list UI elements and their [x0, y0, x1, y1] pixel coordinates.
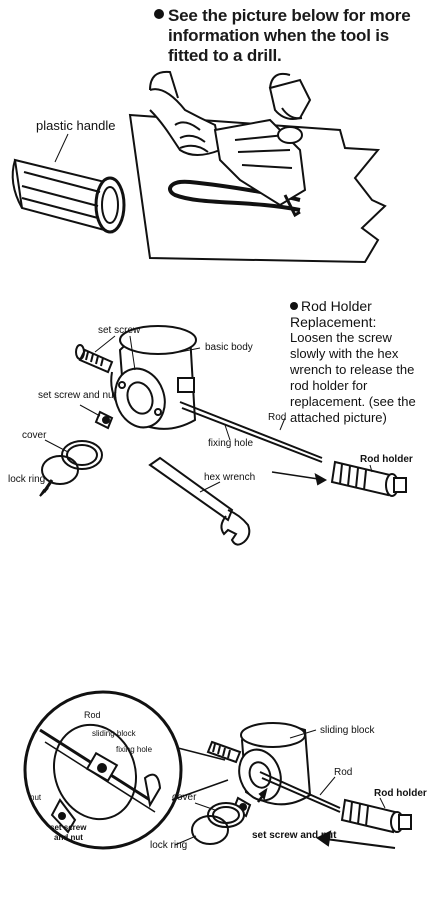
label-set-screw: set screw: [98, 325, 141, 336]
label-fixing-hole: fixing hole: [208, 438, 253, 449]
figure-inset-labels: Rod sliding block fixing hole nut set sc…: [30, 710, 427, 851]
label-basic-body: basic body: [205, 342, 253, 353]
label-sliding-block: sliding block: [320, 725, 375, 736]
label-rod-holder: Rod holder: [374, 788, 427, 799]
figure-drill-usage: [11, 70, 387, 264]
rod-drawing: [179, 401, 323, 459]
label-rod: Rod: [334, 767, 352, 778]
rod-holder-drawing: [340, 798, 397, 834]
label-cover: cover: [172, 792, 197, 803]
instruction-header-text: See the picture below for more informati…: [168, 6, 411, 65]
plastic-handle-label: plastic handle: [36, 118, 116, 133]
label-lock-ring: lock ring: [150, 840, 187, 851]
label-inset-sliding-block: sliding block: [92, 729, 137, 738]
rod-holder-drawing: [330, 460, 407, 497]
right-hand: [268, 78, 312, 120]
metal-sheet: [128, 113, 387, 264]
label-inset-nut: nut: [30, 793, 42, 802]
cut-line: [168, 179, 301, 212]
figure-assembly-leaders: [44, 335, 373, 493]
plastic-handle-leader: [54, 133, 69, 163]
label-inset-fixing-hole: fixing hole: [116, 745, 153, 754]
figure-assembly-labels: set screw basic body set screw and nut c…: [8, 325, 413, 485]
label-inset-and-nut: and nut: [54, 833, 83, 842]
basic-body-drawing: [110, 325, 197, 430]
lock-ring-drawing: [41, 455, 79, 485]
hex-wrench-drawing: [148, 456, 234, 522]
bullet-icon: [290, 302, 298, 310]
bullet-icon: [154, 9, 164, 19]
label-set-screw-and-nut: set screw and nut: [38, 390, 117, 401]
rod-holder-note-body: Loosen the screw slowly with the hex wre…: [290, 330, 416, 425]
plastic-handle-drawing: [11, 158, 126, 234]
label-hex-wrench: hex wrench: [204, 472, 255, 483]
label-rod: Rod: [268, 412, 286, 423]
figure-assembly-exploded: [39, 325, 407, 546]
figure-assembly-inset: [23, 690, 412, 850]
label-inset-rod: Rod: [84, 710, 101, 720]
label-set-screw-and-nut: set screw and nut: [252, 830, 337, 841]
rod-holder-note-title: Rod Holder Replacement:: [290, 298, 377, 330]
label-rod-holder: Rod holder: [360, 454, 413, 465]
label-inset-set-screw: set screw: [50, 823, 87, 832]
label-lock-ring: lock ring: [8, 474, 45, 485]
figure-inset-leaders: [174, 729, 386, 846]
label-cover: cover: [22, 430, 47, 441]
rod-holder-note: Rod Holder Replacement: Loosen the screw…: [290, 298, 426, 426]
instruction-header: See the picture below for more informati…: [154, 6, 426, 66]
